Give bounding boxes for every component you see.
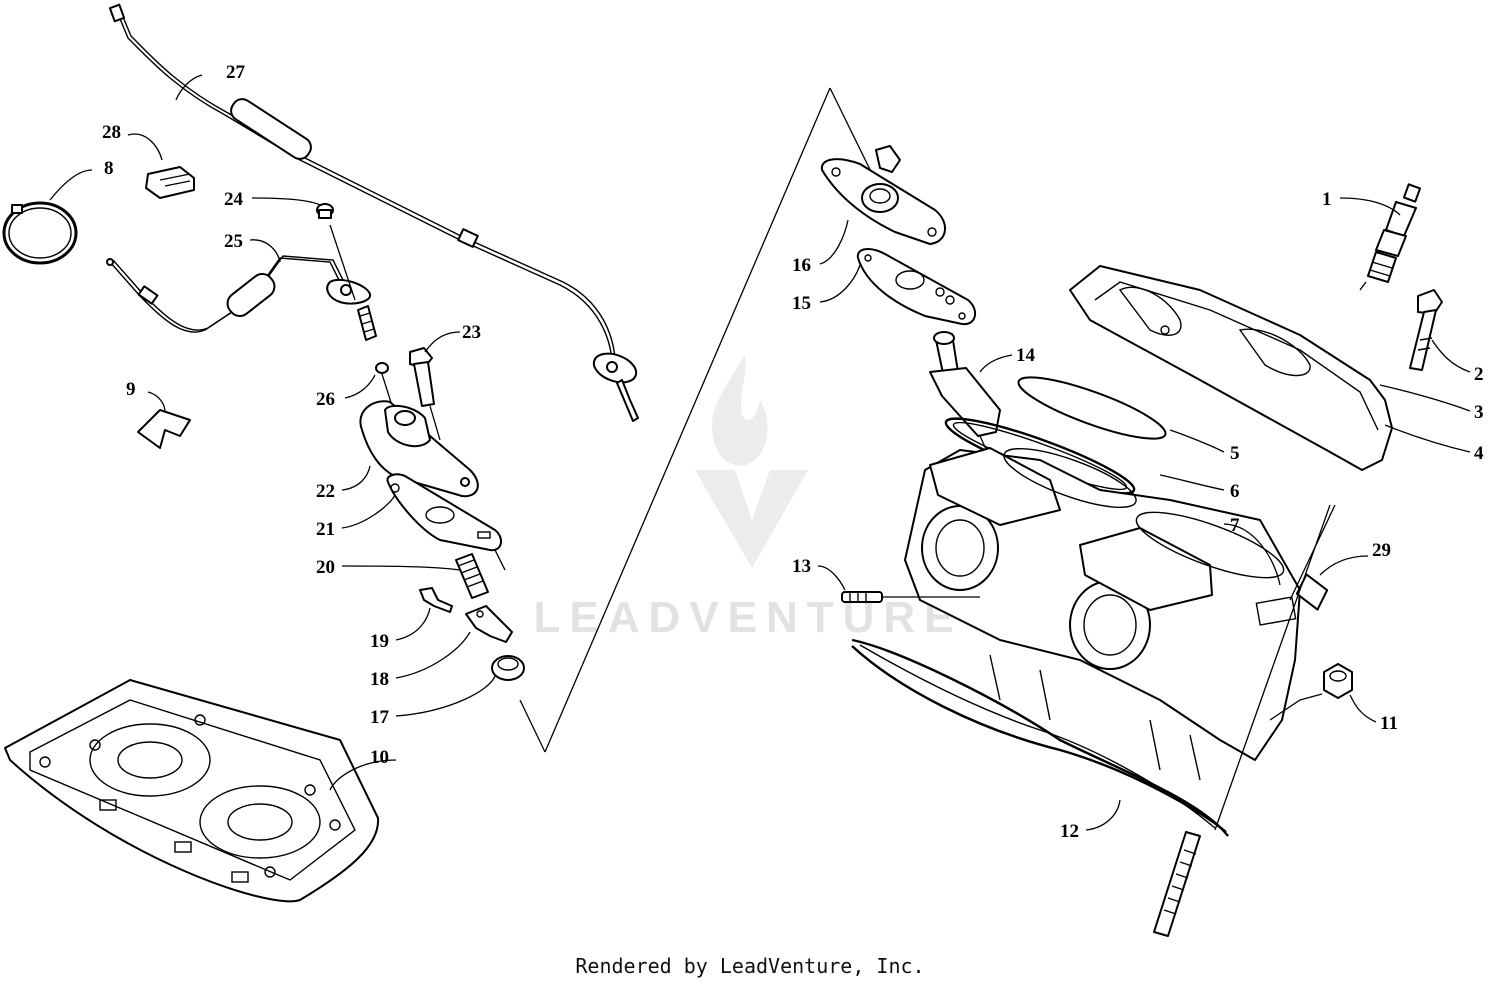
part-13-stud (841, 591, 980, 603)
part-19-bolt (419, 587, 453, 613)
callout-8: 8 (104, 158, 114, 179)
callout-2: 2 (1474, 364, 1484, 385)
part-8-band-clamp (2, 201, 78, 265)
part-16-flange (820, 145, 946, 245)
footer-credit: Rendered by LeadVenture, Inc. (575, 954, 925, 978)
part-20-spring (455, 553, 489, 599)
part-10-gasket-set (4, 679, 380, 903)
callout-18: 18 (370, 669, 389, 690)
callout-29: 29 (1372, 540, 1391, 561)
part-1-spark-plug (1359, 183, 1422, 291)
callout-11: 11 (1380, 713, 1398, 734)
part-4-head-cover (1069, 265, 1393, 471)
callout-20: 20 (316, 557, 335, 578)
callout-12: 12 (1060, 821, 1079, 842)
part-5-oring (1017, 376, 1167, 440)
part-17-seal (491, 655, 525, 681)
callout-3: 3 (1474, 402, 1484, 423)
callout-4: 4 (1474, 443, 1484, 464)
leader-lines (49, 74, 1471, 831)
part-23-bolt (409, 347, 441, 441)
part-28-clip (145, 166, 195, 199)
part-7-cylinder (904, 447, 1336, 781)
part-26-washer (357, 305, 396, 416)
callout-21: 21 (316, 519, 335, 540)
callout-16: 16 (792, 255, 811, 276)
part-12-stud (1153, 504, 1331, 937)
divider-lines (519, 87, 881, 753)
callout-27: 27 (226, 62, 246, 83)
part-18-linkage (465, 605, 513, 643)
callout-labels: 27 28 8 24 25 23 26 9 22 21 20 19 18 17 … (102, 62, 1484, 842)
part-22-cover (359, 400, 479, 498)
callout-24: 24 (224, 189, 244, 210)
watermark-text: LEADVENTURE (533, 593, 962, 642)
part-21-gasket (386, 473, 506, 571)
callout-14: 14 (1016, 345, 1036, 366)
part-25-cable (106, 255, 372, 333)
callout-19: 19 (370, 631, 389, 652)
callout-23: 23 (462, 322, 481, 343)
callout-26: 26 (316, 389, 335, 410)
callout-17: 17 (370, 707, 390, 728)
callout-13: 13 (792, 556, 811, 577)
callout-9: 9 (126, 379, 136, 400)
watermark-logo: LEADVENTURE (533, 355, 962, 642)
part-2-bolt (1409, 289, 1443, 371)
callout-22: 22 (316, 481, 335, 502)
part-15-gasket (856, 248, 977, 326)
part-24-screw (316, 203, 356, 301)
callout-15: 15 (792, 293, 811, 314)
callout-1: 1 (1322, 189, 1332, 210)
callout-25: 25 (224, 231, 243, 252)
callout-7: 7 (1230, 515, 1240, 536)
callout-28: 28 (102, 122, 121, 143)
callout-6: 6 (1230, 481, 1240, 502)
callout-5: 5 (1230, 443, 1240, 464)
callout-10: 10 (370, 747, 389, 768)
part-27-cable (108, 3, 639, 422)
part-9-clip (137, 409, 191, 449)
part-12-base-gasket (851, 638, 1229, 837)
part-11-nut (1269, 663, 1353, 721)
